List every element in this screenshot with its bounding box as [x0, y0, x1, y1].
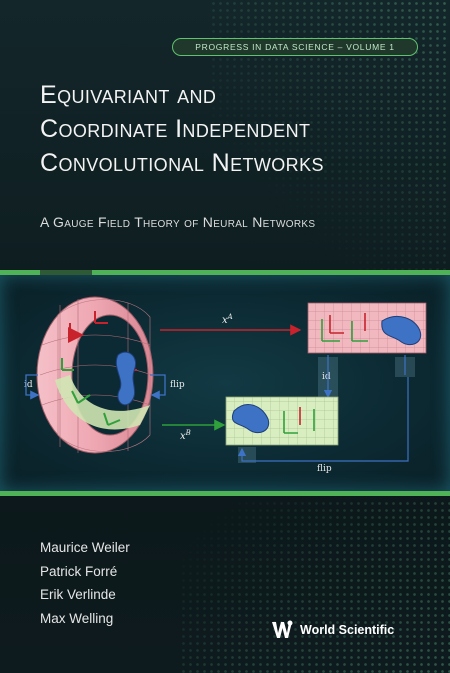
- series-badge: Progress in Data Science – Volume 1: [172, 38, 418, 56]
- author-4: Max Welling: [40, 610, 114, 626]
- gauge-diagram: id flip xA xB: [24, 296, 427, 474]
- author-2: Patrick Forré: [40, 563, 118, 579]
- label-xa: xA: [222, 313, 233, 326]
- bottom-divider: [0, 491, 450, 496]
- cover-illustration: id flip xA xB: [0, 275, 450, 491]
- lizard-icon: [115, 351, 136, 406]
- label-flip-bottom: flip: [317, 464, 332, 474]
- label-flip-left: flip: [170, 380, 185, 390]
- author-3: Erik Verlinde: [40, 587, 116, 602]
- title-line-1: Equivariant and: [40, 81, 217, 109]
- author-list: Maurice Weiler Patrick Forré Erik Verlin…: [40, 540, 130, 634]
- label-xb: xB: [180, 429, 191, 442]
- label-id-left: id: [24, 380, 33, 390]
- world-scientific-logo-icon: [272, 620, 293, 638]
- publisher: World Scientific: [270, 618, 394, 642]
- label-id-right: id: [322, 372, 331, 382]
- chart-a: [307, 302, 427, 354]
- chart-b: [225, 396, 339, 446]
- publisher-name: World Scientific: [300, 623, 395, 637]
- top-divider-accent: [40, 270, 92, 275]
- title-line-2: Coordinate Independent: [40, 115, 311, 143]
- title-line-3: Convolutional Networks: [40, 149, 324, 177]
- author-1: Maurice Weiler: [40, 540, 130, 555]
- dot-pattern-bottom: [180, 500, 450, 673]
- book-title: Equivariant and Coordinate Independent C…: [40, 78, 420, 180]
- lizard-b-icon: [232, 404, 270, 434]
- book-subtitle: A Gauge Field Theory of Neural Networks: [40, 214, 316, 230]
- lizard-a-icon: [381, 316, 422, 346]
- top-divider-left: [0, 270, 40, 275]
- mobius-manifold: [36, 296, 154, 454]
- top-divider: [92, 270, 450, 275]
